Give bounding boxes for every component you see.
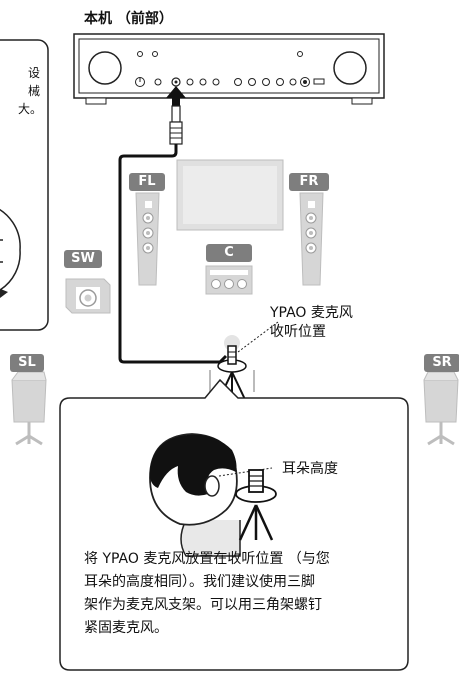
speaker-fr (299, 192, 324, 286)
speaker-c (205, 265, 253, 295)
left-panel-fragment-3: 大。 (18, 102, 43, 116)
closeup-mic (235, 469, 277, 541)
left-panel-fragment-2: 械 (28, 84, 41, 98)
right-knob (333, 51, 367, 85)
speaker-label-fl: FL (129, 173, 165, 191)
speaker-sr (423, 371, 459, 446)
speaker-label-sr: SR (424, 354, 459, 372)
microphone-icon (227, 345, 237, 365)
ear-icon (204, 475, 220, 497)
insert-arrow-icon (166, 86, 186, 106)
left-panel-fragment-1: 设 (28, 66, 41, 80)
instruction-line-1: 将 YPAO 麦克风放置在收听位置 （与您 (84, 551, 330, 567)
speaker-sw (65, 278, 111, 314)
instruction-line-4: 紧固麦克风。 (84, 620, 168, 636)
speaker-sl (11, 371, 47, 446)
instruction-line-2: 耳朵的高度相同）。我们建议使用三脚 (84, 574, 315, 590)
unit-title: 本机 （前部） (84, 11, 173, 27)
mic-label-line2: 收听位置 (270, 324, 326, 340)
av-receiver (73, 33, 385, 105)
speaker-fl (135, 192, 160, 286)
mic-label-line1: YPAO 麦克风 (270, 305, 353, 321)
speaker-label-sw: SW (64, 250, 102, 268)
mic-cable (118, 105, 228, 364)
person-head (149, 433, 273, 557)
speaker-label-sl: SL (10, 354, 44, 372)
left-callout-panel (0, 39, 49, 331)
speaker-label-c: C (206, 244, 252, 262)
ear-height-label: 耳朵高度 (282, 461, 338, 477)
tv (176, 159, 284, 231)
listening-position (209, 321, 279, 412)
left-knob (88, 51, 122, 85)
speaker-label-fr: FR (289, 173, 329, 191)
instruction-line-3: 架作为麦克风支架。可以用三角架螺钉 (84, 597, 322, 613)
